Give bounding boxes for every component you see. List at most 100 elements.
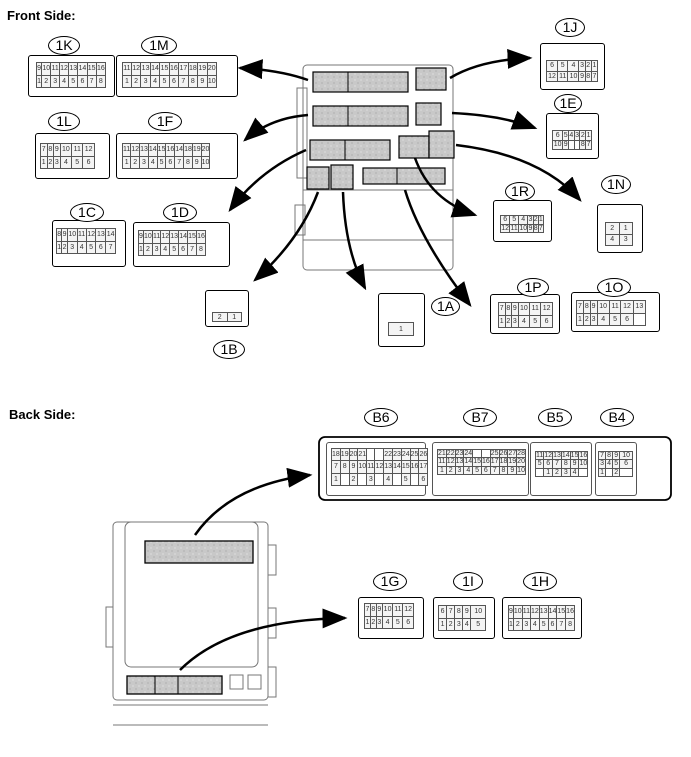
- pin: 6: [418, 472, 429, 487]
- pin: 22: [383, 447, 394, 462]
- pin: [578, 467, 589, 478]
- pin: 7: [537, 223, 545, 233]
- pin: 12: [402, 603, 414, 617]
- pin: 4: [567, 60, 580, 72]
- pin: 7: [576, 300, 584, 314]
- connector-label-1o: 1O: [597, 278, 631, 297]
- pin: 10: [518, 223, 529, 233]
- connector-label-1b: 1B: [213, 340, 245, 359]
- pin: 12: [85, 228, 97, 242]
- pin: 19: [507, 457, 518, 467]
- pin: 10: [142, 230, 153, 244]
- pin: 28: [516, 448, 526, 459]
- pin: 23: [392, 447, 402, 462]
- pin: 16: [409, 460, 420, 474]
- pin: 26: [498, 448, 509, 459]
- pin: 5: [400, 472, 411, 487]
- pin: 2: [212, 312, 228, 322]
- pin: 7: [590, 70, 599, 82]
- pin: 8: [195, 242, 207, 256]
- pin: 3: [140, 74, 151, 88]
- pin: 2: [446, 617, 456, 631]
- pin: 14: [392, 460, 402, 474]
- pin: 1: [597, 467, 607, 478]
- pin: 3: [527, 215, 534, 225]
- pin: 7: [552, 459, 562, 469]
- pin: 19: [197, 62, 208, 76]
- pin: 11: [509, 223, 520, 233]
- pin: 4: [381, 615, 394, 629]
- pin: 9: [348, 460, 359, 474]
- pin: 11: [366, 460, 376, 474]
- pin: 5: [557, 60, 569, 72]
- pin: 12: [374, 460, 385, 474]
- pin: 12: [529, 605, 540, 619]
- pin: 6: [540, 314, 553, 328]
- pin: 1: [537, 215, 545, 225]
- pin: 4: [605, 233, 620, 246]
- pin: 15: [400, 460, 411, 474]
- pin: 5: [71, 155, 84, 169]
- pin: 6: [547, 617, 558, 631]
- pin: 13: [632, 300, 647, 314]
- pin: 2: [369, 615, 377, 629]
- pin: [374, 447, 385, 462]
- pin: 26: [418, 447, 429, 462]
- pin: 2: [605, 222, 620, 235]
- pin: [374, 472, 385, 487]
- pin: 3: [366, 472, 376, 487]
- connector-label-1e: 1E: [554, 94, 582, 113]
- connector-label-1d: 1D: [163, 203, 197, 222]
- pin: 11: [151, 230, 162, 244]
- pin: 12: [130, 143, 141, 157]
- pin: 3: [66, 240, 78, 254]
- connector-label-1k: 1K: [48, 36, 80, 55]
- pin: 7: [446, 605, 456, 619]
- pin: 12: [82, 143, 95, 157]
- pin: 12: [543, 450, 554, 461]
- pin: 15: [472, 457, 482, 467]
- pin: 20: [516, 457, 526, 467]
- pin: 8: [454, 605, 464, 619]
- pin: 27: [507, 448, 518, 459]
- pin: 15: [156, 143, 167, 157]
- pin: 6: [402, 615, 414, 629]
- pin: 5: [169, 242, 180, 256]
- pin: 12: [58, 62, 70, 76]
- pin: 12: [499, 223, 511, 233]
- pin: 11: [608, 300, 622, 314]
- pin: 11: [557, 70, 569, 82]
- pin: 2: [445, 465, 456, 476]
- pin: 2: [552, 467, 562, 478]
- pin: 15: [187, 230, 197, 244]
- pin: 6: [480, 465, 491, 476]
- pin: 1: [121, 155, 132, 169]
- pin: 2: [512, 617, 523, 631]
- pin: 13: [68, 62, 79, 76]
- connector-1d: [133, 222, 230, 267]
- connector-label-b5: B5: [538, 408, 572, 427]
- pin: 5: [470, 617, 486, 631]
- pin: 16: [565, 605, 575, 619]
- front-side-title: Front Side:: [7, 8, 76, 23]
- pin: 3: [589, 312, 598, 326]
- pin: [339, 472, 350, 487]
- pin: 10: [41, 62, 52, 76]
- pin: 6: [437, 605, 448, 619]
- pin: 13: [454, 457, 465, 467]
- pin: 23: [454, 448, 465, 459]
- pin: 16: [480, 457, 491, 467]
- pin: 9: [527, 223, 534, 233]
- pin: 10: [619, 450, 633, 461]
- pin: 14: [547, 605, 558, 619]
